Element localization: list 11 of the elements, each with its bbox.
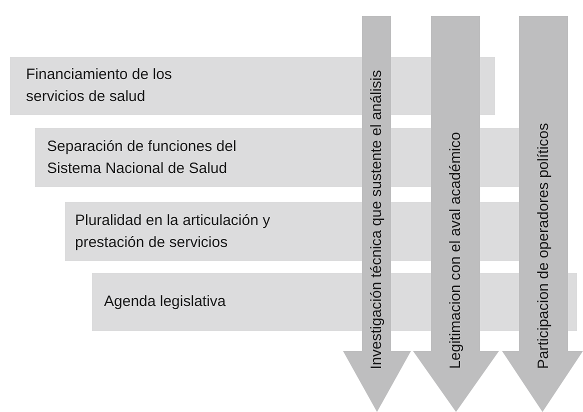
topic-band	[65, 202, 362, 261]
topic-band	[10, 57, 362, 115]
arrow-label: Legitimacion con el aval académico	[446, 132, 464, 369]
arrow-label: Participacion de operadores políticos	[534, 123, 552, 369]
band-label: Pluralidad en la articulación y prestación de servicios	[75, 210, 272, 252]
band-label: Agenda legislativa	[104, 292, 227, 312]
band-label: Financiamiento de los servicios de salud	[26, 65, 172, 107]
band-label: Separación de funciones del Sistema Nacional de Salud	[47, 136, 238, 178]
topic-band	[92, 273, 362, 331]
arrow-label: Investigación técnica que sustente el análisis	[366, 70, 386, 370]
topic-band	[35, 128, 362, 187]
